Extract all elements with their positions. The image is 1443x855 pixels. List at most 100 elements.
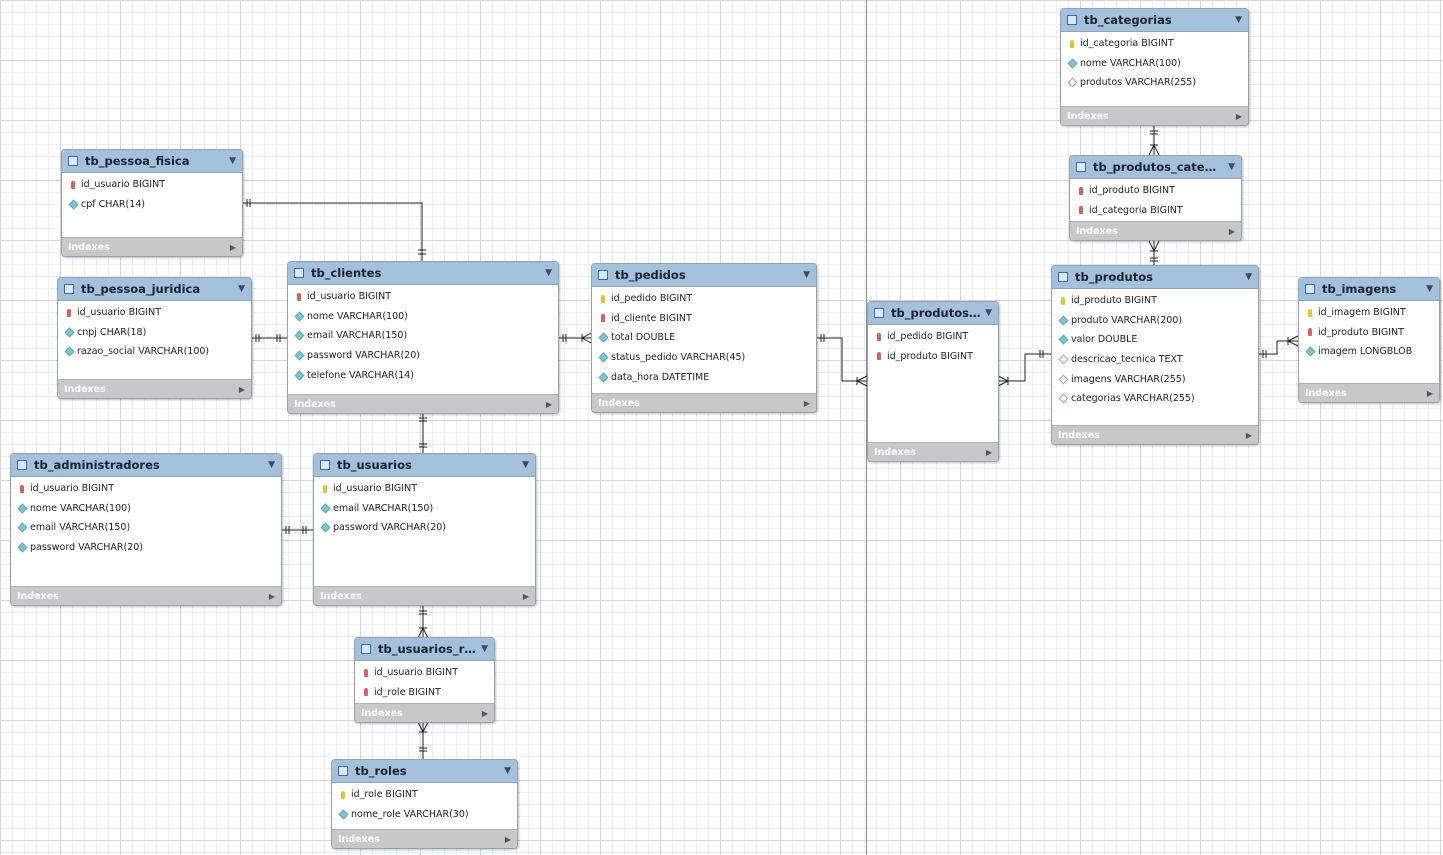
indexes-section[interactable]: Indexes▶ xyxy=(288,394,558,413)
collapse-arrow-icon[interactable]: ▼ xyxy=(229,156,236,166)
table-column[interactable]: id_produto BIGINT xyxy=(868,347,998,367)
collapse-arrow-icon[interactable]: ▼ xyxy=(522,460,529,470)
collapse-arrow-icon[interactable]: ▼ xyxy=(1228,162,1235,172)
table-column[interactable]: imagens VARCHAR(255) xyxy=(1052,369,1258,389)
table-column[interactable]: email VARCHAR(150) xyxy=(314,499,535,519)
collapse-arrow-icon[interactable]: ▼ xyxy=(1235,15,1242,25)
table-column[interactable]: id_usuario BIGINT xyxy=(314,479,535,499)
table-column[interactable]: id_usuario BIGINT xyxy=(62,175,242,195)
indexes-section[interactable]: Indexes▶ xyxy=(868,442,998,461)
table-column[interactable]: nome VARCHAR(100) xyxy=(11,499,281,519)
indexes-section[interactable]: Indexes▶ xyxy=(332,829,517,848)
collapse-arrow-icon[interactable]: ▼ xyxy=(1426,284,1433,294)
indexes-section[interactable]: Indexes▶ xyxy=(355,703,494,722)
table-column[interactable]: razao_social VARCHAR(100) xyxy=(58,342,251,362)
indexes-section[interactable]: Indexes▶ xyxy=(314,586,535,605)
table-header[interactable]: tb_produtos ▼ xyxy=(1052,266,1258,289)
collapse-arrow-icon[interactable]: ▼ xyxy=(504,766,511,776)
collapse-arrow-icon[interactable]: ▼ xyxy=(803,270,810,280)
table-header[interactable]: tb_roles ▼ xyxy=(332,760,517,783)
table-tb-usuarios-roles[interactable]: tb_usuarios_roles ▼ id_usuario BIGINT id… xyxy=(354,637,495,723)
table-column[interactable]: nome VARCHAR(100) xyxy=(1061,54,1248,74)
table-header[interactable]: tb_pessoa_juridica ▼ xyxy=(58,278,251,301)
table-column[interactable]: total DOUBLE xyxy=(592,328,816,348)
indexes-section[interactable]: Indexes▶ xyxy=(1070,221,1241,240)
table-column[interactable]: id_pedido BIGINT xyxy=(592,289,816,309)
table-column[interactable]: id_cliente BIGINT xyxy=(592,309,816,329)
expand-arrow-icon[interactable]: ▶ xyxy=(1228,226,1235,236)
table-tb-produtos-categorias[interactable]: tb_produtos_categorias ▼ id_produto BIGI… xyxy=(1069,155,1242,241)
table-column[interactable]: valor DOUBLE xyxy=(1052,330,1258,350)
collapse-arrow-icon[interactable]: ▼ xyxy=(545,268,552,278)
table-column[interactable]: id_usuario BIGINT xyxy=(288,287,558,307)
table-header[interactable]: tb_pedidos ▼ xyxy=(592,264,816,287)
table-column[interactable]: nome VARCHAR(100) xyxy=(288,307,558,327)
table-tb-pedidos[interactable]: tb_pedidos ▼ id_pedido BIGINT id_cliente… xyxy=(591,263,817,413)
table-tb-imagens[interactable]: tb_imagens ▼ id_imagem BIGINT id_produto… xyxy=(1298,277,1440,403)
table-column[interactable]: id_categoria BIGINT xyxy=(1061,34,1248,54)
table-column[interactable]: status_pedido VARCHAR(45) xyxy=(592,348,816,368)
table-column[interactable]: imagem LONGBLOB xyxy=(1299,342,1439,362)
expand-arrow-icon[interactable]: ▶ xyxy=(985,447,992,457)
expand-arrow-icon[interactable]: ▶ xyxy=(803,398,810,408)
table-header[interactable]: tb_produtos_... ▼ xyxy=(868,302,998,325)
table-column[interactable]: id_produto BIGINT xyxy=(1052,291,1258,311)
table-column[interactable]: produtos VARCHAR(255) xyxy=(1061,73,1248,93)
table-column[interactable]: id_usuario BIGINT xyxy=(58,303,251,323)
expand-arrow-icon[interactable]: ▶ xyxy=(504,834,511,844)
table-column[interactable]: id_usuario BIGINT xyxy=(355,663,494,683)
table-column[interactable]: id_produto BIGINT xyxy=(1070,181,1241,201)
collapse-arrow-icon[interactable]: ▼ xyxy=(268,460,275,470)
expand-arrow-icon[interactable]: ▶ xyxy=(1235,111,1242,121)
indexes-section[interactable]: Indexes▶ xyxy=(1052,425,1258,444)
table-header[interactable]: tb_usuarios_roles ▼ xyxy=(355,638,494,661)
table-tb-pessoa-fisica[interactable]: tb_pessoa_fisica ▼ id_usuario BIGINT cpf… xyxy=(61,149,243,257)
table-column[interactable]: categorias VARCHAR(255) xyxy=(1052,389,1258,409)
expand-arrow-icon[interactable]: ▶ xyxy=(1245,430,1252,440)
expand-arrow-icon[interactable]: ▶ xyxy=(522,591,529,601)
table-header[interactable]: tb_clientes ▼ xyxy=(288,262,558,285)
indexes-section[interactable]: Indexes▶ xyxy=(592,393,816,412)
table-column[interactable]: password VARCHAR(20) xyxy=(288,346,558,366)
collapse-arrow-icon[interactable]: ▼ xyxy=(238,284,245,294)
expand-arrow-icon[interactable]: ▶ xyxy=(1426,388,1433,398)
indexes-section[interactable]: Indexes▶ xyxy=(1299,383,1439,402)
table-column[interactable]: password VARCHAR(20) xyxy=(314,518,535,538)
table-header[interactable]: tb_categorias ▼ xyxy=(1061,9,1248,32)
table-tb-categorias[interactable]: tb_categorias ▼ id_categoria BIGINT nome… xyxy=(1060,8,1249,126)
table-column[interactable]: produto VARCHAR(200) xyxy=(1052,311,1258,331)
indexes-section[interactable]: Indexes▶ xyxy=(11,586,281,605)
table-column[interactable]: cpf CHAR(14) xyxy=(62,195,242,215)
table-header[interactable]: tb_usuarios ▼ xyxy=(314,454,535,477)
table-column[interactable]: data_hora DATETIME xyxy=(592,367,816,387)
table-tb-usuarios[interactable]: tb_usuarios ▼ id_usuario BIGINT email VA… xyxy=(313,453,536,606)
indexes-section[interactable]: Indexes▶ xyxy=(62,237,242,256)
table-column[interactable]: id_usuario BIGINT xyxy=(11,479,281,499)
table-column[interactable]: password VARCHAR(20) xyxy=(11,538,281,558)
expand-arrow-icon[interactable]: ▶ xyxy=(238,384,245,394)
table-column[interactable]: email VARCHAR(150) xyxy=(288,326,558,346)
table-column[interactable]: id_categoria BIGINT xyxy=(1070,201,1241,221)
table-tb-produtos-pedidos[interactable]: tb_produtos_... ▼ id_pedido BIGINT id_pr… xyxy=(867,301,999,462)
table-column[interactable]: descricao_tecnica TEXT xyxy=(1052,350,1258,370)
table-header[interactable]: tb_imagens ▼ xyxy=(1299,278,1439,301)
table-tb-produtos[interactable]: tb_produtos ▼ id_produto BIGINT produto … xyxy=(1051,265,1259,445)
expand-arrow-icon[interactable]: ▶ xyxy=(545,399,552,409)
collapse-arrow-icon[interactable]: ▼ xyxy=(1245,272,1252,282)
table-column[interactable]: telefone VARCHAR(14) xyxy=(288,365,558,385)
expand-arrow-icon[interactable]: ▶ xyxy=(268,591,275,601)
table-header[interactable]: tb_produtos_categorias ▼ xyxy=(1070,156,1241,179)
table-tb-clientes[interactable]: tb_clientes ▼ id_usuario BIGINT nome VAR… xyxy=(287,261,559,414)
table-column[interactable]: id_role BIGINT xyxy=(355,683,494,703)
table-column[interactable]: id_produto BIGINT xyxy=(1299,323,1439,343)
table-tb-roles[interactable]: tb_roles ▼ id_role BIGINT nome_role VARC… xyxy=(331,759,518,849)
table-tb-pessoa-juridica[interactable]: tb_pessoa_juridica ▼ id_usuario BIGINT c… xyxy=(57,277,252,399)
table-column[interactable]: id_pedido BIGINT xyxy=(868,327,998,347)
indexes-section[interactable]: Indexes▶ xyxy=(58,379,251,398)
table-header[interactable]: tb_pessoa_fisica ▼ xyxy=(62,150,242,173)
table-header[interactable]: tb_administradores ▼ xyxy=(11,454,281,477)
table-column[interactable]: nome_role VARCHAR(30) xyxy=(332,805,517,825)
expand-arrow-icon[interactable]: ▶ xyxy=(229,242,236,252)
table-tb-administradores[interactable]: tb_administradores ▼ id_usuario BIGINT n… xyxy=(10,453,282,606)
